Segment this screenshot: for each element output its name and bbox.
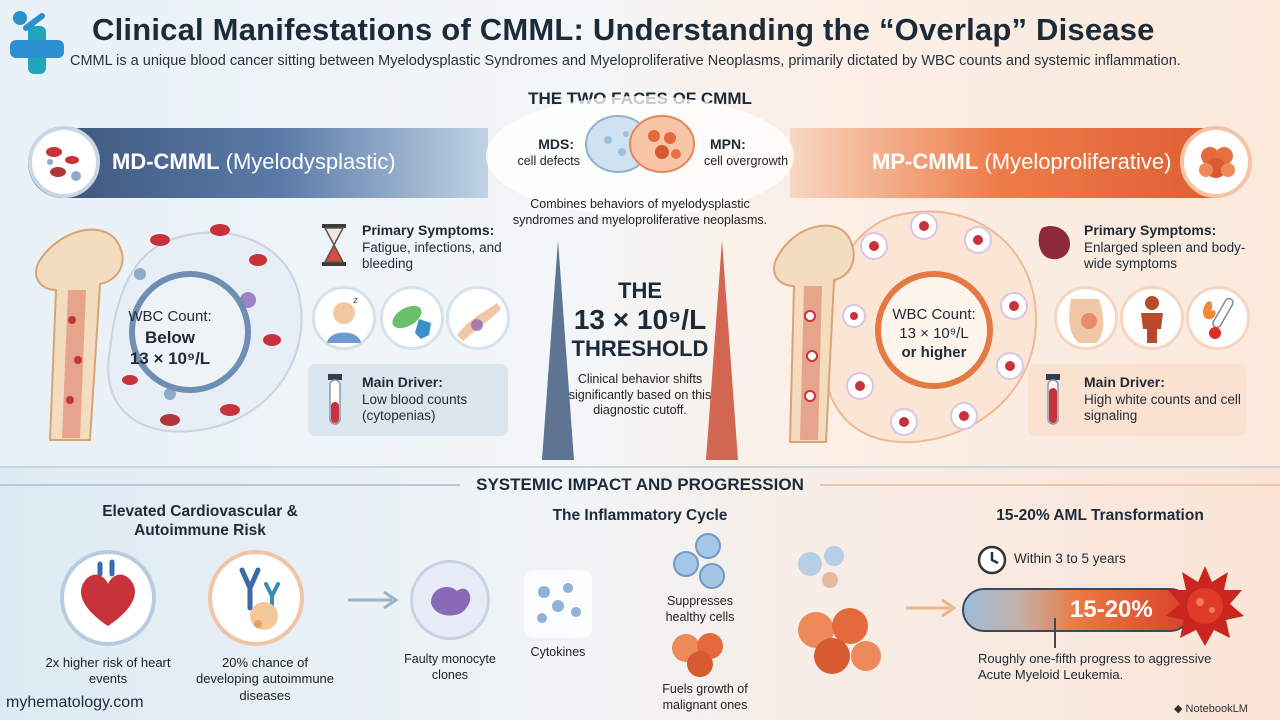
cell-cluster-badge-icon: [1180, 126, 1252, 198]
mp-cmml-banner: [790, 128, 1250, 198]
heart-icon: [60, 550, 156, 646]
mp-wbc-count: WBC Count: 13 × 10⁹/L or higher: [892, 306, 976, 361]
systemic-heading: SYSTEMIC IMPACT AND PROGRESSION: [476, 475, 804, 494]
fuels-text: Fuels growth of malignant ones: [662, 682, 748, 712]
blood-tube-high-icon: [1046, 374, 1060, 425]
mpn-label: MPN:: [710, 136, 746, 152]
bar-marker: [1054, 618, 1056, 648]
bacteria-shield-icon: [380, 286, 444, 350]
cross-logo-icon: [10, 11, 64, 74]
monocyte-text: Faulty monocyte clones: [404, 652, 496, 682]
malignant-cells-icon: [672, 633, 723, 677]
tired-person-icon: z: [312, 286, 376, 350]
within-text: Within 3 to 5 years: [1014, 551, 1126, 566]
mp-driver-card: [1028, 364, 1246, 436]
brand-icon: ◆: [1174, 703, 1186, 715]
md-symptoms: Primary Symptoms: Fatigue, infections, a…: [362, 222, 502, 272]
divider-left: [0, 484, 460, 486]
pct-label: 15-20%: [1070, 596, 1153, 623]
mds-desc: cell defects: [517, 154, 580, 168]
md-cmml-banner: [28, 128, 488, 198]
mp-driver: Main Driver: High white counts and cell …: [1084, 374, 1241, 424]
spleen-icon: [1038, 225, 1070, 260]
leukemia-cell-icon: [1166, 566, 1244, 646]
site-name: myhematology.com: [6, 694, 144, 711]
cardio-title: Elevated Cardiovascular & Autoimmune Ris…: [102, 503, 298, 540]
hourglass-icon: [322, 224, 346, 266]
antibody-icon: [208, 550, 304, 646]
monocyte-icon: [410, 560, 490, 640]
suppresses-text: Suppresses healthy cells: [665, 594, 735, 624]
mds-label: MDS:: [538, 136, 574, 152]
brand-watermark: ◆ NotebookLM: [1174, 703, 1248, 715]
combines-text: Combines behaviors of myelodysplastic sy…: [512, 197, 768, 227]
cytokines-text: Cytokines: [530, 645, 586, 659]
mpn-desc: cell overgrowth: [704, 154, 789, 168]
threshold-panel: [540, 220, 740, 460]
clock-icon: [977, 545, 1007, 575]
arrow-right-icon: [348, 590, 399, 610]
autoimmune-text: 20% chance of developing autoimmune dise…: [195, 655, 335, 703]
mp-symptoms: Primary Symptoms: Enlarged spleen and bo…: [1084, 222, 1246, 272]
thermometer-fire-icon: [1186, 286, 1250, 350]
red-cells-badge-icon: [28, 126, 100, 198]
bruised-arm-icon: [446, 286, 510, 350]
md-wbc-count: WBC Count: Below 13 × 10⁹/L: [128, 308, 212, 368]
md-driver: Main Driver: Low blood counts (cytopenia…: [362, 374, 468, 424]
aml-desc: Roughly one-fifth progress to aggressive…: [978, 651, 1212, 683]
md-cmml-banner-text: MD-CMML (Myelodysplastic): [112, 149, 396, 174]
healthy-cells-icon: [673, 533, 725, 589]
threshold-title: THE 13 × 10⁹/L THRESHOLD: [571, 278, 709, 361]
mds-mpn-cells-icon: [585, 115, 695, 173]
mp-bone-marrow-icon: [773, 210, 1038, 444]
page-subtitle: CMML is a unique blood cancer sitting be…: [70, 53, 1181, 69]
aml-title: 15-20% AML Transformation: [996, 507, 1204, 524]
blood-tube-icon: [328, 374, 342, 425]
cytokines-icon: [524, 570, 592, 638]
divider-right: [820, 484, 1280, 486]
heart-risk-text: 2x higher risk of heart events: [45, 655, 171, 687]
threshold-desc: Clinical behavior shifts significantly b…: [568, 372, 712, 418]
body-person-icon: [1120, 286, 1184, 350]
cell-cycle-cluster-icon: [798, 546, 881, 674]
page-title: Clinical Manifestations of CMML: Underst…: [92, 12, 1155, 47]
mp-cmml-banner-text: MP-CMML (Myeloproliferative): [872, 149, 1172, 174]
arrow-right-2-icon: [906, 598, 957, 618]
abdomen-icon: [1054, 286, 1118, 350]
progression-bar: [962, 588, 1192, 632]
cycle-title: The Inflammatory Cycle: [552, 507, 728, 524]
md-bone-marrow-icon: [35, 224, 303, 441]
svg-text:z: z: [353, 296, 358, 306]
